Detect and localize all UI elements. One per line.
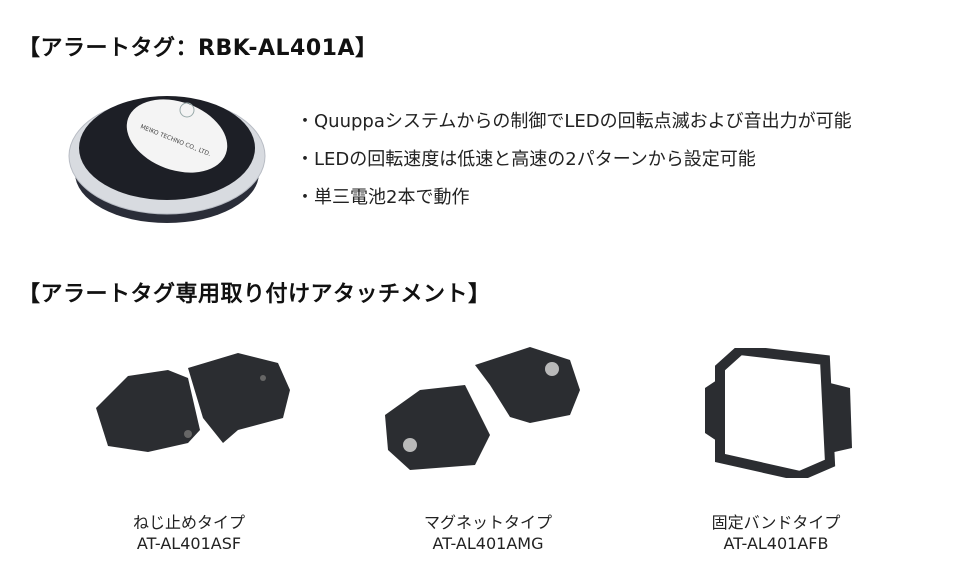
attachment-name: ねじ止めタイプ <box>132 513 245 532</box>
feature-item: ・単三電池2本で動作 <box>296 187 470 208</box>
attachment-model: AT-AL401AFB <box>723 534 829 553</box>
attachment-caption-magnet: マグネットタイプ AT-AL401AMG <box>388 512 588 554</box>
attachment-model: AT-AL401AMG <box>432 534 544 553</box>
band-type-attachment-image <box>705 348 852 478</box>
feature-item: ・Quuppaシステムからの制御でLEDの回転点滅および音出力が可能 <box>296 111 852 132</box>
magnet-type-attachment-image <box>385 347 580 470</box>
attachment-name: 固定バンドタイプ <box>711 513 841 532</box>
attachment-caption-screw: ねじ止めタイプ AT-AL401ASF <box>89 512 289 554</box>
attachment-model: AT-AL401ASF <box>136 534 242 553</box>
section-title-alert-tag: 【アラートタグ：RBK-AL401A】 <box>18 36 378 61</box>
feature-item: ・LEDの回転速度は低速と高速の2パターンから設定可能 <box>296 149 756 170</box>
attachment-caption-band: 固定バンドタイプ AT-AL401AFB <box>676 512 876 554</box>
section-title-attachments: 【アラートタグ専用取り付けアタッチメント】 <box>18 282 491 307</box>
screw-type-attachment-image <box>96 353 290 452</box>
attachment-name: マグネットタイプ <box>423 513 552 532</box>
alert-tag-image: MEIKO TECHNO CO., LTD. <box>68 96 266 223</box>
